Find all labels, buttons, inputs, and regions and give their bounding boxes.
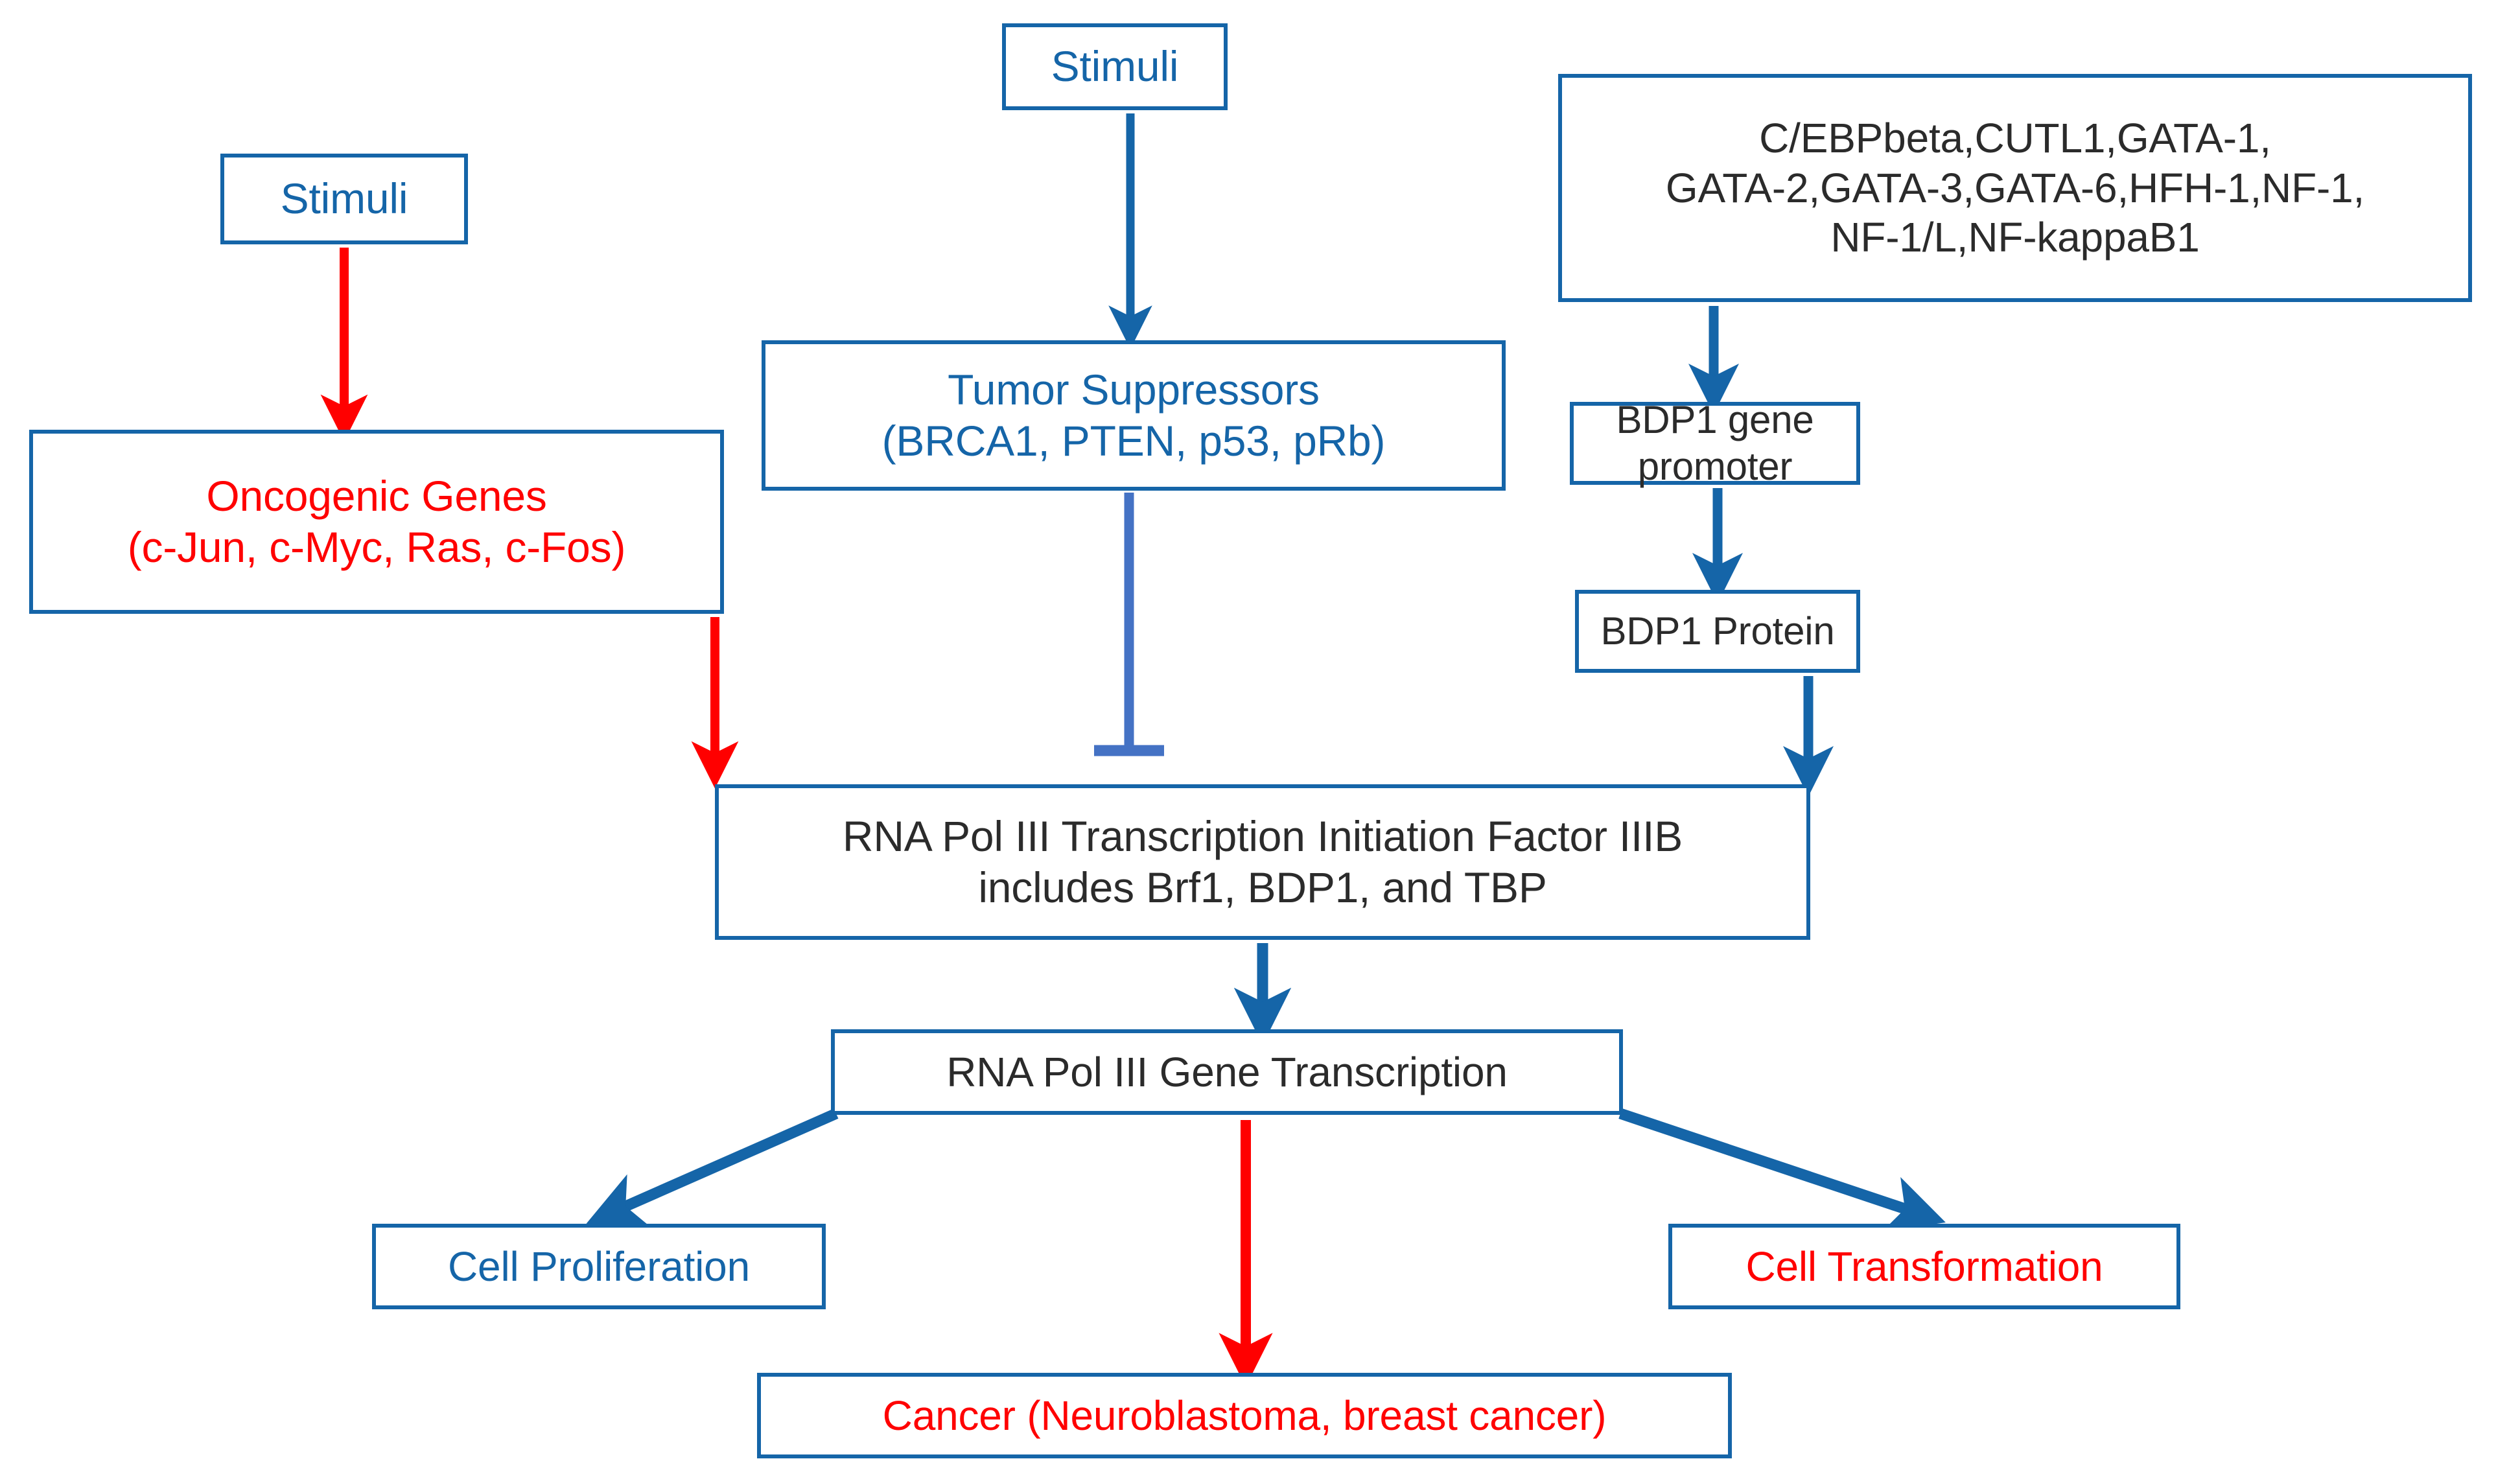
node-stimuli-mid[interactable]: Stimuli (1002, 23, 1228, 110)
node-bdp1-protein[interactable]: BDP1 Protein (1575, 590, 1860, 673)
edge-transcription-to-transformation (1618, 1108, 1946, 1232)
node-tfiiib[interactable]: RNA Pol III Transcription Initiation Fac… (715, 784, 1810, 940)
node-cancer[interactable]: Cancer (Neuroblastoma, breast cancer) (757, 1373, 1732, 1458)
node-oncogenic-genes[interactable]: Oncogenic Genes (c-Jun, c-Myc, Ras, c-Fo… (29, 430, 724, 614)
edge-tumor-suppressors-inhibits-tfiiib (1094, 493, 1164, 756)
node-cell-transformation[interactable]: Cell Transformation (1668, 1224, 2180, 1309)
node-bdp1-gene-promoter[interactable]: BDP1 gene promoter (1570, 398, 1860, 488)
edge-transcription-to-proliferation (586, 1108, 839, 1227)
node-cell-proliferation[interactable]: Cell Proliferation (372, 1224, 826, 1309)
node-tumor-suppressors[interactable]: Tumor Suppressors (BRCA1, PTEN, p53, pRb… (762, 340, 1506, 491)
node-stimuli-left[interactable]: Stimuli (220, 154, 468, 244)
node-pol3-gene-transcription[interactable]: RNA Pol III Gene Transcription (831, 1029, 1623, 1115)
node-transcription-factors[interactable]: C/EBPbeta,CUTL1,GATA-1, GATA-2,GATA-3,GA… (1558, 74, 2472, 302)
